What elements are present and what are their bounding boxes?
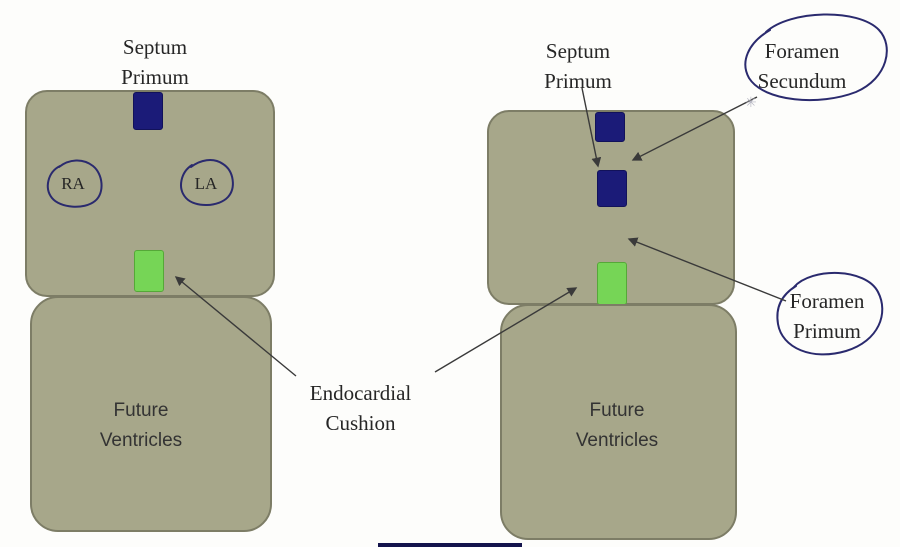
left-future-ventricles-label: Future Ventricles (99, 400, 183, 451)
right-septum-primum-label: Septum Primum (544, 39, 612, 93)
video-progress-sliver (378, 543, 522, 547)
foramen-secundum-label: Foramen Secundum (757, 39, 847, 93)
right-septum-primum-lower-rect (597, 170, 627, 207)
cursor-icon: ✳ (745, 95, 757, 111)
foramen-primum-label: Foramen Primum (789, 289, 865, 343)
endocardial-cushion-label: Endocardial Cushion (309, 381, 412, 435)
left-septum-primum-label: Septum Primum (121, 35, 189, 89)
right-endocardial-cushion-rect (597, 262, 627, 305)
left-la-label: LA (194, 174, 218, 193)
left-septum-primum-rect (133, 92, 163, 130)
left-ra-label: RA (61, 174, 85, 193)
right-future-ventricles-label: Future Ventricles (575, 400, 659, 451)
left-endocardial-cushion-rect (134, 250, 164, 292)
right-septum-primum-upper-rect (595, 112, 625, 142)
